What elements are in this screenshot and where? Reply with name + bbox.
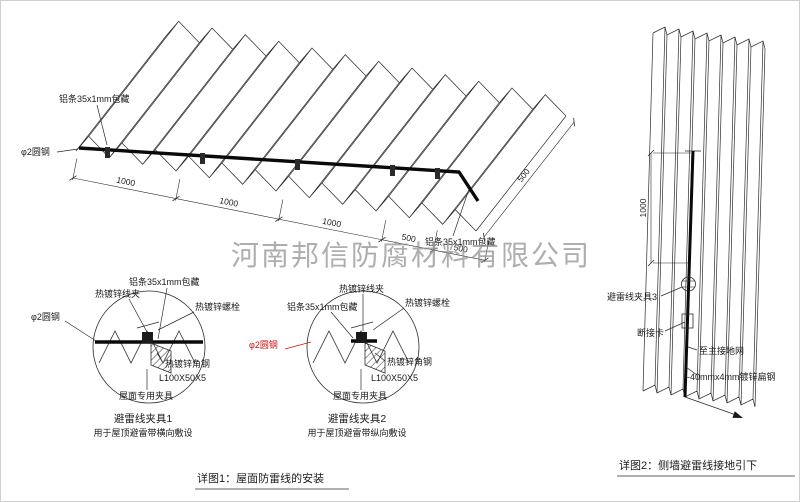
leader-line <box>96 104 108 146</box>
roof-width-dimension: 500 <box>483 117 575 242</box>
dim-1000: 1000 <box>219 195 240 209</box>
detail-2-bolt <box>350 321 374 329</box>
roof-sheet-lines <box>75 20 567 232</box>
detail-2-bubble <box>306 290 420 404</box>
detail-1-clip <box>142 332 153 343</box>
ground-arrow-icon <box>732 411 743 418</box>
leader-line-red <box>284 341 312 350</box>
detail-2-strip-label: 铝条35x1mm包藏 <box>287 301 358 312</box>
detail-2-subtitle: 用于屋顶避雷带纵向敷设 <box>307 427 406 438</box>
leader-line <box>156 352 164 364</box>
side-wall-view: 1000 避雷线夹具3 断接卡 至主接地网 -40mmx4mm镀锌扁钢 <box>607 26 776 418</box>
dim-1000: 1000 <box>322 216 343 230</box>
detail-1-bubble <box>92 290 206 404</box>
leader-line <box>372 307 405 331</box>
dim-width-500: 500 <box>515 166 532 184</box>
wall-disconnect-card <box>681 313 694 329</box>
detail-2-clip-label: 热镀锌线夹 <box>339 283 384 294</box>
wall-clamp-label: 避雷线夹具3 <box>607 291 657 302</box>
wire-clamp-icon <box>295 159 300 170</box>
detail-1-strip-label: 铝条35x1mm包藏 <box>129 276 200 287</box>
wire-clamp-icon <box>200 153 205 164</box>
detail-circle-1: 热镀锌线夹 铝条35x1mm包藏 热镀锌螺栓 φ2圆钢 热镀锌角钢 L100X5… <box>31 276 240 438</box>
leader-line <box>128 298 148 333</box>
roof-corrugated-sheet <box>75 20 567 232</box>
detail-1-subtitle: 用于屋顶避雷带横向敷设 <box>93 427 192 438</box>
roof-isometric-view: 铝条35x1mm包藏 φ2圆钢 铝条35x1mm包藏 1000 1000 100… <box>21 20 575 263</box>
roof-strip-label-right: 铝条35x1mm包藏 <box>425 236 496 247</box>
leader-line <box>56 148 79 153</box>
leader-line <box>687 346 698 351</box>
watermark-text: 河南邦信防腐材料有限公司 <box>231 240 591 271</box>
dim-500: 500 <box>453 242 469 255</box>
leader-line <box>64 320 97 342</box>
dim-1000: 1000 <box>116 175 137 189</box>
wall-clamp-3 <box>681 276 696 292</box>
leader-line <box>685 366 698 376</box>
leader-line <box>664 321 686 332</box>
detail-1-title: 避雷线夹具1 <box>114 412 172 425</box>
detail-2-angle-steel <box>364 342 386 374</box>
wire-clamp-icon <box>435 168 440 179</box>
detail-2-angle-label: 热镀锌角钢 <box>387 356 432 367</box>
leader-line <box>157 311 195 331</box>
leader-line <box>374 352 386 362</box>
detail-1-bolt-label: 热镀锌螺栓 <box>195 301 240 312</box>
wall-disconnect-label: 断接卡 <box>637 327 664 338</box>
leader-line <box>157 287 168 340</box>
roof-dimension-chain: 1000 1000 1000 500 500 <box>69 158 490 263</box>
detail-1-roof-profile <box>98 330 196 364</box>
wall-flat-steel-label: -40mmx4mm镀锌扁钢 <box>687 371 776 382</box>
wire-clamp-icon <box>390 165 395 176</box>
dim-500: 500 <box>401 232 417 245</box>
detail-1-angle-label: 热镀锌角钢 <box>165 358 210 369</box>
leader-line <box>452 188 470 237</box>
detail-1-angle-steel <box>150 342 172 374</box>
roof-wire-clamps <box>105 147 440 179</box>
detail-1-bolt <box>136 321 160 329</box>
caption-detail-1: 详图1：屋面防雷线的安装 <box>197 471 324 485</box>
wire-clamp-icon <box>105 147 110 158</box>
wall-dim-1000: 1000 <box>638 198 648 217</box>
leader-line <box>330 311 354 339</box>
detail-1-rod-label: φ2圆钢 <box>31 311 60 322</box>
caption-detail-2: 详图2：侧墙避雷线接地引下 <box>619 458 757 472</box>
wall-ground-label: 至主接地网 <box>699 345 744 356</box>
wall-dimension: 1000 <box>638 149 691 267</box>
roof-rod-label: φ2圆钢 <box>21 146 50 157</box>
detail-circle-2: 铝条35x1mm包藏 热镀锌线夹 热镀锌螺栓 φ2圆钢 热镀锌角钢 L100X5… <box>249 283 450 438</box>
detail-2-rod-label: φ2圆钢 <box>249 339 278 350</box>
detail-2-roof-profile <box>312 330 410 364</box>
detail-1-angle-size-label: L100X50X5 <box>159 373 206 383</box>
detail-2-bolt-label: 热镀锌螺栓 <box>405 297 450 308</box>
wall-down-conductor <box>683 150 695 398</box>
detail-2-title: 避雷线夹具2 <box>328 412 386 425</box>
leader-line <box>660 286 683 297</box>
wall-ground-lead <box>684 396 740 417</box>
detail-2-clip <box>356 332 367 343</box>
roof-lightning-wire <box>78 146 480 202</box>
detail-1-clip-label: 热镀锌线夹 <box>95 288 140 299</box>
detail-2-angle-size-label: L100X50X5 <box>371 373 418 383</box>
dimension-ticks <box>69 175 489 263</box>
roof-strip-label-left: 铝条35x1mm包藏 <box>59 93 130 104</box>
detail-2-fixture-label: 屋面专用夹具 <box>333 390 387 401</box>
detail-1-fixture-label: 屋面专用夹具 <box>119 390 173 401</box>
